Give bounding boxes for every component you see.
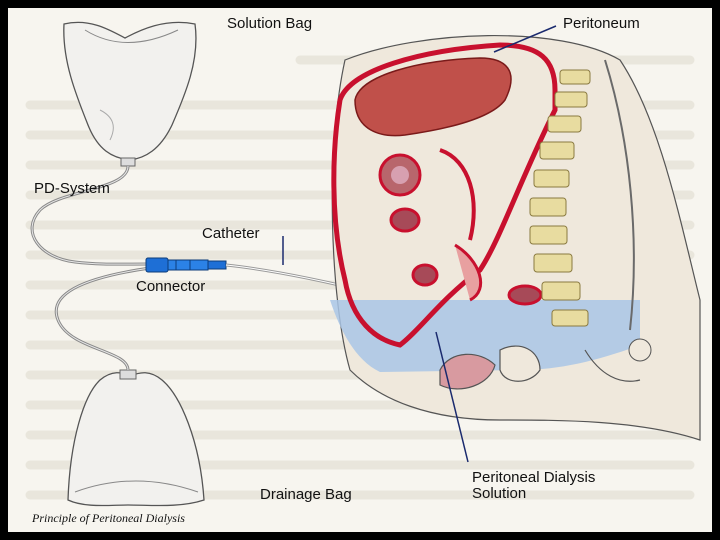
drainage-bag-icon [67,369,205,507]
pd-solution-label-line1: Peritoneal Dialysis [472,469,596,486]
catheter-label: Catheter [202,225,260,242]
peritoneum-label: Peritoneum [563,15,640,32]
figure-caption: Principle of Peritoneal Dialysis [32,511,185,525]
solution-bag-label: Solution Bag [227,15,313,32]
diagram-illustration [25,21,701,507]
pd-system-label: PD-System [34,180,110,197]
connector-label: Connector [136,278,206,295]
label-leader-lines [282,25,557,463]
solution-bag-icon [63,21,197,167]
diagram-panel: Solution Bag Peritoneum PD-System Cathet… [8,8,712,532]
connector-icon [145,257,227,273]
abdomen-cross-section [330,35,701,441]
drainage-bag-label: Drainage Bag [260,486,352,503]
spine-vertebrae [529,69,591,327]
pd-solution-label-line2: Solution [472,485,527,502]
